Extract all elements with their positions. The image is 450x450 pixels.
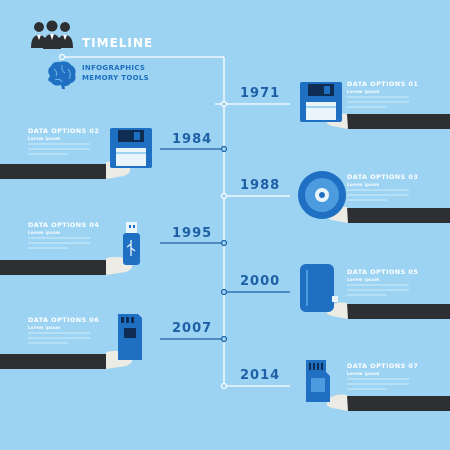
entry-label-06: DATA OPTIONS 06 (28, 316, 100, 324)
year-1988: 1988 (240, 178, 281, 193)
entry-sub-03: Lorem ipsum (347, 182, 380, 187)
placeholder-text-lines (347, 284, 409, 299)
entry-sub-07: Lorem ipsum (347, 371, 380, 376)
entry-sub-04: Lorem ipsum (28, 230, 61, 235)
placeholder-text-lines (347, 96, 409, 111)
year-2014: 2014 (240, 368, 281, 383)
hand-holding-item (0, 222, 140, 275)
placeholder-text-lines (28, 237, 90, 252)
entry-sub-02: Lorem ipsum (28, 136, 61, 141)
usb-drive-icon (123, 222, 140, 265)
entry-label-01: DATA OPTIONS 01 (347, 80, 419, 88)
entry-label-05: DATA OPTIONS 05 (347, 268, 419, 276)
people-group-icon (31, 20, 73, 49)
hand-holding-item (300, 264, 450, 319)
cd-disc-icon (298, 171, 346, 219)
hand-holding-item (298, 171, 450, 223)
placeholder-text-lines (347, 378, 409, 393)
brain-icon (48, 61, 76, 89)
hand-holding-item (0, 314, 142, 369)
year-1995: 1995 (172, 226, 213, 241)
subtitle-line-1: INFOGRAPHICS (82, 64, 146, 72)
entry-label-04: DATA OPTIONS 04 (28, 221, 100, 229)
micro-sd-icon (306, 360, 330, 402)
entry-sub-05: Lorem ipsum (347, 277, 380, 282)
year-1971: 1971 (240, 86, 281, 101)
entry-label-03: DATA OPTIONS 03 (347, 173, 419, 181)
page-title: TIMELINE (82, 36, 154, 50)
entry-sub-01: Lorem ipsum (347, 89, 380, 94)
sd-card-icon (118, 314, 142, 360)
placeholder-text-lines (28, 332, 90, 347)
subtitle: INFOGRAPHICS MEMORY TOOLS (82, 63, 149, 83)
entry-sub-06: Lorem ipsum (28, 325, 61, 330)
hand-holding-item (0, 128, 152, 179)
year-1984: 1984 (172, 132, 213, 147)
year-2000: 2000 (240, 274, 281, 289)
external-drive-icon (300, 264, 338, 312)
placeholder-text-lines (28, 143, 90, 158)
subtitle-line-2: MEMORY TOOLS (82, 74, 149, 82)
entry-label-02: DATA OPTIONS 02 (28, 127, 100, 135)
placeholder-text-lines (347, 189, 409, 204)
entry-label-07: DATA OPTIONS 07 (347, 362, 419, 370)
year-2007: 2007 (172, 321, 213, 336)
hand-holding-item (306, 360, 450, 411)
hand-holding-item (300, 82, 450, 129)
